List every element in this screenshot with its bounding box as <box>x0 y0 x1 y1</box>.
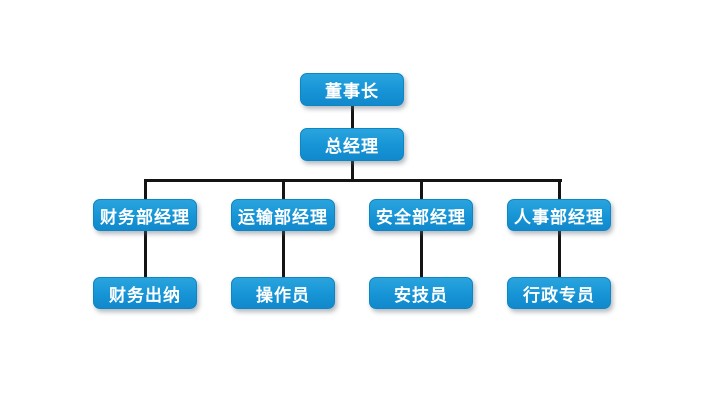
node-operator-label: 操作员 <box>256 285 310 305</box>
node-operator: 操作员 <box>231 277 335 309</box>
node-admin-specialist-label: 行政专员 <box>523 285 595 305</box>
node-chairman-label: 董事长 <box>325 82 379 101</box>
node-transport-manager: 运输部经理 <box>231 199 335 231</box>
node-general-manager-label: 总经理 <box>325 137 379 156</box>
node-safety-technician-label: 安技员 <box>394 285 448 305</box>
connector-drop-hr <box>557 179 561 200</box>
node-general-manager: 总经理 <box>300 128 404 161</box>
node-transport-manager-label: 运输部经理 <box>238 207 328 227</box>
node-finance-cashier-label: 财务出纳 <box>109 285 181 305</box>
connector-chairman-to-gm <box>350 105 354 128</box>
connector-branch-bar <box>143 179 562 182</box>
connector-gm-trunk <box>350 160 354 181</box>
node-safety-technician: 安技员 <box>369 277 473 309</box>
connector-safety-to-technician <box>419 231 423 277</box>
node-safety-manager-label: 安全部经理 <box>376 207 466 227</box>
connector-transport-to-operator <box>281 231 285 277</box>
node-safety-manager: 安全部经理 <box>369 199 473 231</box>
connector-drop-transport <box>281 179 285 200</box>
connector-drop-finance <box>143 179 147 200</box>
node-finance-cashier: 财务出纳 <box>93 277 197 309</box>
node-hr-manager-label: 人事部经理 <box>514 207 604 227</box>
node-finance-manager-label: 财务部经理 <box>100 207 190 227</box>
node-finance-manager: 财务部经理 <box>93 199 197 231</box>
node-admin-specialist: 行政专员 <box>507 277 611 309</box>
node-chairman: 董事长 <box>300 73 404 106</box>
connector-finance-to-cashier <box>143 231 147 277</box>
connector-drop-safety <box>419 179 423 200</box>
connector-hr-to-admin <box>557 231 561 277</box>
node-hr-manager: 人事部经理 <box>507 199 611 231</box>
